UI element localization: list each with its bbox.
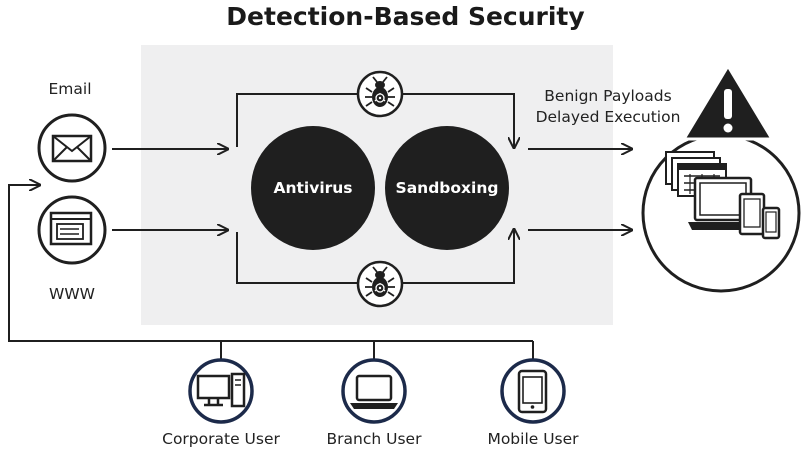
antivirus-engine xyxy=(251,126,375,250)
antivirus-label: Antivirus xyxy=(273,179,353,197)
diagram-title: Detection-Based Security xyxy=(226,2,585,31)
branch-user-label: Branch User xyxy=(326,430,422,448)
smartphone-icon xyxy=(500,358,566,424)
feedback-loop-line xyxy=(8,185,533,342)
warning-triangle-icon xyxy=(682,64,774,141)
bug-biohazard-icon xyxy=(356,260,404,308)
email-label: Email xyxy=(48,80,92,98)
bug-biohazard-icon xyxy=(356,70,404,118)
warning-text-line2: Delayed Execution xyxy=(535,108,681,126)
sandboxing-engine xyxy=(385,126,509,250)
www-label: WWW xyxy=(49,285,95,303)
corporate-user-label: Corporate User xyxy=(162,430,280,448)
desktop-computer-icon xyxy=(188,358,254,424)
warning-text-line1: Benign Payloads xyxy=(544,87,672,105)
mobile-user-label: Mobile User xyxy=(487,430,579,448)
devices-icon xyxy=(641,133,801,293)
sandboxing-label: Sandboxing xyxy=(395,179,499,197)
envelope-icon xyxy=(37,113,107,183)
laptop-icon xyxy=(341,358,407,424)
browser-window-icon xyxy=(37,195,107,265)
